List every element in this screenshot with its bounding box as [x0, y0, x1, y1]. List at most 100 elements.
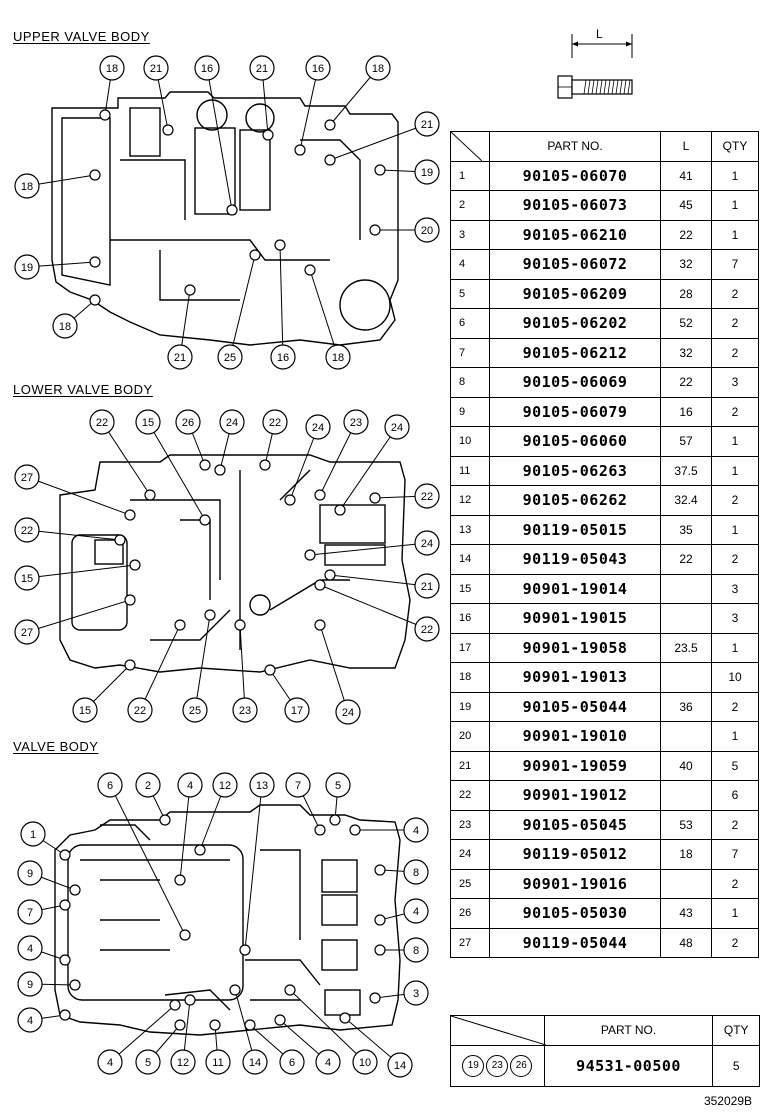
lower-leader-line — [319, 624, 349, 713]
valve-leader-line — [289, 989, 366, 1063]
upper-leader-line — [299, 67, 319, 151]
quantity: 1 — [711, 426, 759, 457]
lower-bolt-hole — [144, 489, 156, 501]
valve-callout-label: 4 — [107, 1057, 113, 1069]
lower-callout-label: 24 — [226, 417, 238, 429]
valve-callout-circle — [315, 1049, 341, 1075]
upper-bolt-hole — [324, 154, 336, 166]
part-number: 90105-06202 — [489, 308, 661, 339]
lower-callout-label: 26 — [182, 417, 194, 429]
lower-callout-circle — [14, 619, 40, 645]
upper-callout-circle — [217, 344, 243, 370]
valve-bolt-hole — [369, 992, 381, 1004]
part-number: 90105-05030 — [489, 898, 661, 929]
length: 32 — [660, 337, 712, 368]
lower-callout-circle — [305, 414, 331, 440]
washer-ref-circle: 23 — [486, 1054, 509, 1077]
length: 48 — [660, 927, 712, 958]
valve-callout-label: 8 — [413, 867, 419, 879]
valve-bolt-hole — [174, 874, 186, 886]
length: 16 — [660, 396, 712, 427]
row-index: 19 — [450, 691, 490, 722]
valve-bolt-hole — [159, 814, 171, 826]
quantity: 1 — [711, 219, 759, 250]
upper-callout-circle — [365, 55, 391, 81]
lower-callout-label: 21 — [421, 581, 433, 593]
quantity: 2 — [711, 868, 759, 899]
lower-callout-circle — [414, 616, 440, 642]
part-number: 90105-06060 — [489, 426, 661, 457]
lower-callout-label: 24 — [391, 422, 403, 434]
upper-callout-circle — [194, 55, 220, 81]
valve-callout-circle — [135, 1049, 161, 1075]
quantity: 2 — [711, 544, 759, 575]
washer-header-diagonal-cell — [450, 1015, 546, 1046]
lower-leader-line — [101, 421, 151, 496]
lower-bolt-hole — [259, 459, 271, 471]
lower-bolt-hole — [114, 534, 126, 546]
upper-valve-body-title: UPPER VALVE BODY — [13, 29, 150, 44]
valve-callout-circle — [403, 937, 429, 963]
lower-callout-label: 22 — [421, 624, 433, 636]
length: 28 — [660, 278, 712, 309]
lower-callout-label: 23 — [239, 705, 251, 717]
valve-callout-label: 12 — [219, 780, 231, 792]
length: 22 — [660, 544, 712, 575]
upper-leader-line — [309, 269, 339, 358]
lower-bolt-hole — [129, 559, 141, 571]
upper-bolt-hole — [294, 144, 306, 156]
valve-bolt-hole — [349, 824, 361, 836]
upper-leader-line — [229, 254, 256, 358]
lower-callout-label: 27 — [21, 627, 33, 639]
valve-callout-circle — [403, 859, 429, 885]
quantity: 3 — [711, 603, 759, 634]
lower-bolt-hole — [174, 619, 186, 631]
quantity: 1 — [711, 632, 759, 663]
lower-callout-circle — [14, 565, 40, 591]
quantity: 3 — [711, 367, 759, 398]
valve-bolt-hole — [59, 1009, 71, 1021]
length: 18 — [660, 839, 712, 870]
lower-bolt-hole — [324, 569, 336, 581]
lower-bolt-hole — [124, 509, 136, 521]
upper-leader-line — [279, 244, 284, 358]
part-number: 90119-05015 — [489, 514, 661, 545]
quantity: 2 — [711, 337, 759, 368]
lower-bolt-hole — [314, 489, 326, 501]
quantity: 2 — [711, 308, 759, 339]
length — [660, 780, 712, 811]
lower-callout-circle — [284, 697, 310, 723]
quantity: 7 — [711, 249, 759, 280]
quantity: 2 — [711, 485, 759, 516]
valve-bolt-hole — [284, 984, 296, 996]
valve-bolt-hole — [374, 914, 386, 926]
lower-bolt-hole — [264, 664, 276, 676]
valve-callout-circle — [97, 1049, 123, 1075]
bolt-dimension-label: L — [596, 27, 603, 41]
lower-leader-line — [26, 564, 136, 579]
upper-callout-label: 19 — [21, 262, 33, 274]
lower-bolt-hole — [284, 494, 296, 506]
valve-callout-label: 1 — [30, 829, 36, 841]
washer-table-header: PART NO. QTY — [450, 1015, 760, 1046]
row-index: 24 — [450, 839, 490, 870]
lower-callout-label: 25 — [189, 705, 201, 717]
length: 22 — [660, 219, 712, 250]
lower-callout-label: 24 — [421, 538, 433, 550]
row-index: 11 — [450, 455, 490, 486]
row-index: 2 — [450, 190, 490, 221]
lower-callout-label: 15 — [142, 417, 154, 429]
lower-valve-body-title: LOWER VALVE BODY — [13, 382, 153, 397]
row-index: 25 — [450, 868, 490, 899]
lower-callout-circle — [343, 409, 369, 435]
valve-callout-circle — [403, 817, 429, 843]
quantity: 1 — [711, 721, 759, 752]
upper-bolt-hole — [89, 256, 101, 268]
length: 32.4 — [660, 485, 712, 516]
washer-part-number: 94531-00500 — [543, 1044, 714, 1087]
valve-bolt-hole — [179, 929, 191, 941]
length: 45 — [660, 190, 712, 221]
